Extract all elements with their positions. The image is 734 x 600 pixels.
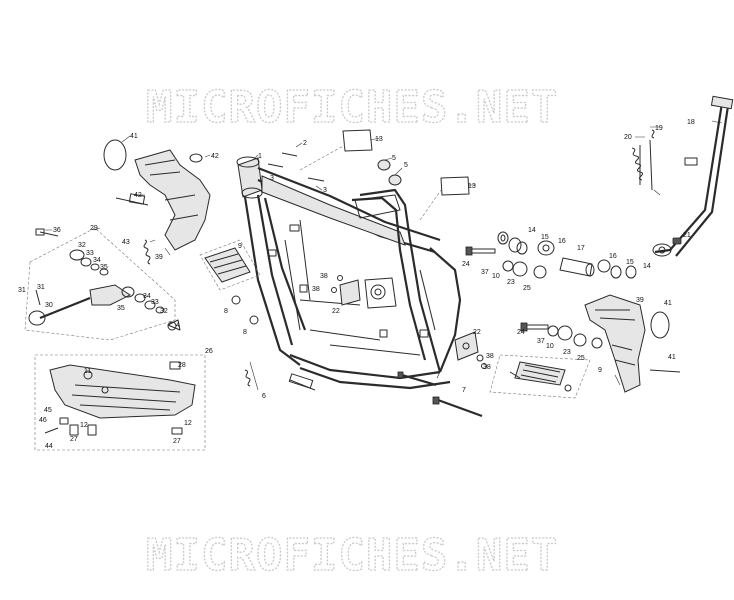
leader-lines bbox=[45, 120, 723, 391]
callout-25b: 25 bbox=[577, 355, 585, 362]
callout-10a: 10 bbox=[492, 273, 500, 280]
callout-35b: 35 bbox=[117, 305, 125, 312]
callout-4: 4 bbox=[176, 322, 180, 329]
callout-46: 46 bbox=[39, 417, 47, 424]
callout-14b: 14 bbox=[643, 263, 651, 270]
callout-labels: 1 2 3 3 4 5 5 6 7 7 8 8 9 9 10 10 11 12 … bbox=[18, 119, 695, 450]
callout-26: 26 bbox=[205, 348, 213, 355]
callout-44: 44 bbox=[45, 443, 53, 450]
callout-39a: 39 bbox=[155, 254, 163, 261]
footrest-right bbox=[489, 354, 591, 399]
watermark-top: MICROFICHES.NET bbox=[146, 82, 558, 133]
callout-5b: 5 bbox=[404, 162, 408, 169]
callout-15a: 15 bbox=[541, 234, 549, 241]
callout-29: 29 bbox=[90, 225, 98, 232]
callout-1: 1 bbox=[258, 153, 262, 160]
callout-28: 28 bbox=[178, 362, 186, 369]
callout-5a: 5 bbox=[392, 155, 396, 162]
heat-shield-right bbox=[584, 294, 681, 393]
callout-23b: 23 bbox=[563, 349, 571, 356]
callout-6: 6 bbox=[262, 393, 266, 400]
misc-frame-parts bbox=[167, 129, 470, 391]
callout-12a: 12 bbox=[80, 422, 88, 429]
callout-42a: 42 bbox=[211, 153, 219, 160]
callout-8b: 8 bbox=[243, 329, 247, 336]
watermark-bottom: MICROFICHES.NET bbox=[146, 530, 558, 581]
callout-16a: 16 bbox=[558, 238, 566, 245]
callout-13a: 13 bbox=[375, 136, 383, 143]
callout-34b: 34 bbox=[143, 293, 151, 300]
callout-31b: 31 bbox=[37, 284, 45, 291]
callout-45: 45 bbox=[44, 407, 52, 414]
callout-30: 30 bbox=[45, 302, 53, 309]
heat-shield-left bbox=[103, 139, 211, 265]
callout-23a: 23 bbox=[507, 279, 515, 286]
callout-15b: 15 bbox=[626, 259, 634, 266]
callout-16b: 16 bbox=[609, 253, 617, 260]
linkage-parts bbox=[465, 231, 637, 349]
callout-42b: 42 bbox=[134, 192, 142, 199]
callout-13b: 13 bbox=[468, 183, 476, 190]
callout-38d: 38 bbox=[483, 364, 491, 371]
callout-37a: 37 bbox=[481, 269, 489, 276]
callout-32b: 32 bbox=[160, 308, 168, 315]
callout-24a: 24 bbox=[462, 261, 470, 268]
callout-2: 2 bbox=[303, 140, 307, 147]
callout-3b: 3 bbox=[323, 187, 327, 194]
callout-31a: 31 bbox=[18, 287, 26, 294]
callout-10b: 10 bbox=[546, 343, 554, 350]
callout-33a: 33 bbox=[86, 250, 94, 257]
pivot-pins bbox=[397, 371, 483, 418]
callout-3a: 3 bbox=[270, 175, 274, 182]
callout-7b: 7 bbox=[462, 387, 466, 394]
shift-lever-assembly bbox=[24, 227, 177, 341]
callout-27b: 27 bbox=[173, 438, 181, 445]
callout-38c: 38 bbox=[486, 353, 494, 360]
callout-32a: 32 bbox=[78, 242, 86, 249]
side-stand-assembly bbox=[631, 95, 734, 257]
callout-38a: 38 bbox=[320, 273, 328, 280]
callout-41c: 41 bbox=[668, 354, 676, 361]
callout-38b: 38 bbox=[312, 286, 320, 293]
callout-27a: 27 bbox=[70, 436, 78, 443]
callout-19: 19 bbox=[655, 125, 663, 132]
skid-plate-assembly bbox=[34, 354, 206, 451]
callout-43: 43 bbox=[122, 239, 130, 246]
callout-11: 11 bbox=[84, 368, 91, 375]
callout-41a: 41 bbox=[130, 133, 138, 140]
callout-22a: 22 bbox=[332, 308, 340, 315]
callout-9a: 9 bbox=[238, 243, 242, 250]
callout-12b: 12 bbox=[184, 420, 192, 427]
callout-41b: 41 bbox=[664, 300, 672, 307]
callout-21: 21 bbox=[683, 232, 691, 239]
callout-9b: 9 bbox=[598, 367, 602, 374]
footrest-bracket-right bbox=[454, 331, 487, 369]
callout-8a: 8 bbox=[224, 308, 228, 315]
callout-34a: 34 bbox=[93, 257, 101, 264]
main-frame bbox=[236, 156, 462, 390]
callout-39b: 39 bbox=[636, 297, 644, 304]
callout-33b: 33 bbox=[151, 299, 159, 306]
callout-35a: 35 bbox=[100, 264, 108, 271]
callout-25a: 25 bbox=[523, 285, 531, 292]
callout-36: 36 bbox=[53, 227, 61, 234]
callout-20: 20 bbox=[624, 134, 632, 141]
callout-7a: 7 bbox=[436, 373, 440, 380]
callout-24b: 24 bbox=[517, 329, 525, 336]
callout-22b: 22 bbox=[473, 329, 481, 336]
callout-17: 17 bbox=[577, 245, 585, 252]
callout-18: 18 bbox=[687, 119, 695, 126]
callout-37b: 37 bbox=[537, 338, 545, 345]
callout-14a: 14 bbox=[528, 227, 536, 234]
